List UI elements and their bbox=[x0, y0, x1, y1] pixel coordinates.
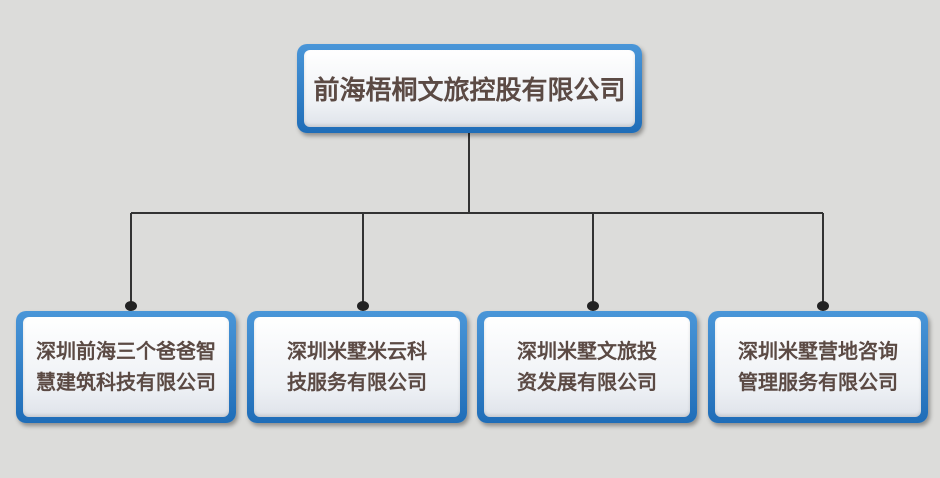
child-node-1: 深圳前海三个爸爸智 慧建筑科技有限公司 bbox=[16, 311, 236, 423]
root-node: 前海梧桐文旅控股有限公司 bbox=[297, 44, 642, 133]
branch-dot-4 bbox=[817, 301, 829, 311]
child-node-3: 深圳米墅文旅投 资发展有限公司 bbox=[477, 311, 697, 423]
child-node-1-line-1: 深圳前海三个爸爸智 bbox=[36, 339, 216, 363]
branch-dot-1 bbox=[125, 301, 137, 311]
child-node-1-body: 深圳前海三个爸爸智 慧建筑科技有限公司 bbox=[23, 317, 229, 417]
child-node-2-body: 深圳米墅米云科 技服务有限公司 bbox=[254, 317, 460, 417]
branch-dot-3 bbox=[587, 301, 599, 311]
child-node-4-line-2: 管理服务有限公司 bbox=[738, 370, 898, 394]
child-node-4-body: 深圳米墅营地咨询 管理服务有限公司 bbox=[715, 317, 921, 417]
root-node-label: 前海梧桐文旅控股有限公司 bbox=[313, 76, 626, 106]
child-node-3-line-1: 深圳米墅文旅投 bbox=[517, 339, 657, 363]
child-node-4-line-1: 深圳米墅营地咨询 bbox=[738, 339, 898, 363]
child-node-4: 深圳米墅营地咨询 管理服务有限公司 bbox=[708, 311, 928, 423]
branch-dot-2 bbox=[357, 301, 369, 311]
child-node-2-line-2: 技服务有限公司 bbox=[287, 370, 427, 394]
child-node-3-line-2: 资发展有限公司 bbox=[517, 370, 657, 394]
child-node-3-body: 深圳米墅文旅投 资发展有限公司 bbox=[484, 317, 690, 417]
child-node-1-line-2: 慧建筑科技有限公司 bbox=[36, 370, 216, 394]
child-node-2-line-1: 深圳米墅米云科 bbox=[287, 339, 427, 363]
child-node-2: 深圳米墅米云科 技服务有限公司 bbox=[247, 311, 467, 423]
root-node-body: 前海梧桐文旅控股有限公司 bbox=[304, 50, 635, 127]
